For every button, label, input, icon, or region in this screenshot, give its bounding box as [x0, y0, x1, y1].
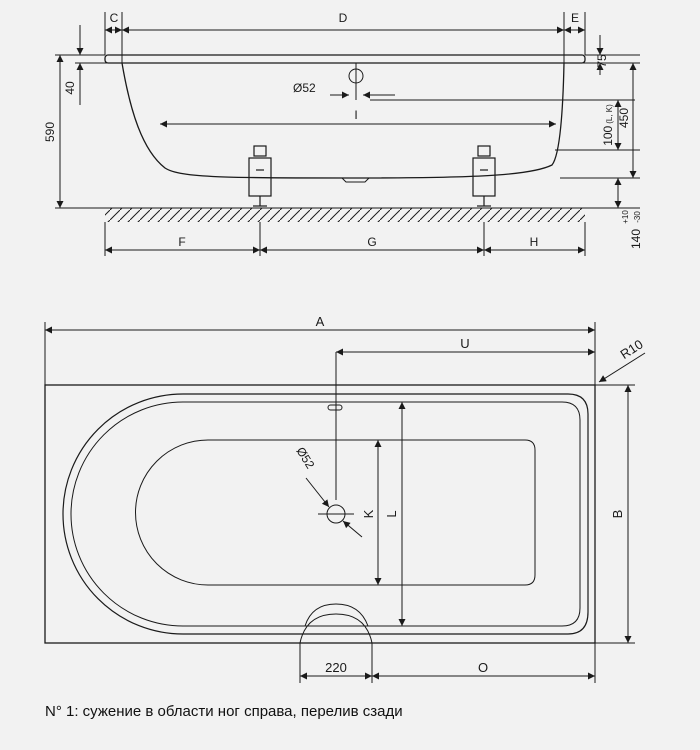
bath-rim	[104, 54, 586, 64]
side-view	[55, 12, 640, 256]
dim-590: 590	[43, 122, 57, 142]
label-d: D	[339, 11, 348, 25]
label-o: O	[478, 660, 488, 675]
label-i: I	[354, 108, 357, 122]
label-r10: R10	[617, 336, 645, 362]
label-drain-side: Ø52	[293, 81, 316, 95]
label-l: L	[384, 510, 399, 517]
leg-left	[248, 145, 272, 207]
label-u: U	[460, 336, 469, 351]
label-e: E	[571, 11, 579, 25]
overflow-slot	[327, 404, 343, 411]
dim-100-note: (L, K)	[605, 104, 614, 124]
label-b: B	[610, 510, 625, 519]
label-g: G	[367, 235, 376, 249]
label-k: K	[361, 509, 376, 518]
dim-140: 140	[629, 229, 643, 249]
foot-arc	[304, 603, 369, 627]
drain-outlet	[341, 177, 370, 183]
label-f: F	[178, 235, 185, 249]
dim-75: 75	[595, 54, 609, 68]
dim-100-value: 100	[601, 125, 615, 145]
bath-outline	[44, 384, 596, 644]
label-220: 220	[325, 660, 347, 675]
top-view	[44, 322, 646, 683]
dim-100: 100(L, K)	[601, 104, 615, 146]
dim-plus10: +10	[621, 210, 630, 224]
caption: N° 1: сужение в области ног справа, пере…	[45, 703, 403, 720]
leg-right	[472, 145, 496, 207]
label-drain-top: Ø52	[293, 445, 317, 472]
dim-450: 450	[617, 108, 631, 128]
label-a: A	[316, 314, 325, 329]
bath-inner-rim	[70, 401, 581, 627]
bath-floor	[135, 439, 536, 586]
label-h: H	[530, 235, 539, 249]
bath-body	[121, 62, 565, 179]
dim-minus30: -30	[633, 211, 642, 223]
dim-40: 40	[63, 81, 77, 95]
bath-inner-outer	[62, 393, 589, 635]
floor-hatch	[105, 208, 585, 222]
label-c: C	[110, 11, 119, 25]
